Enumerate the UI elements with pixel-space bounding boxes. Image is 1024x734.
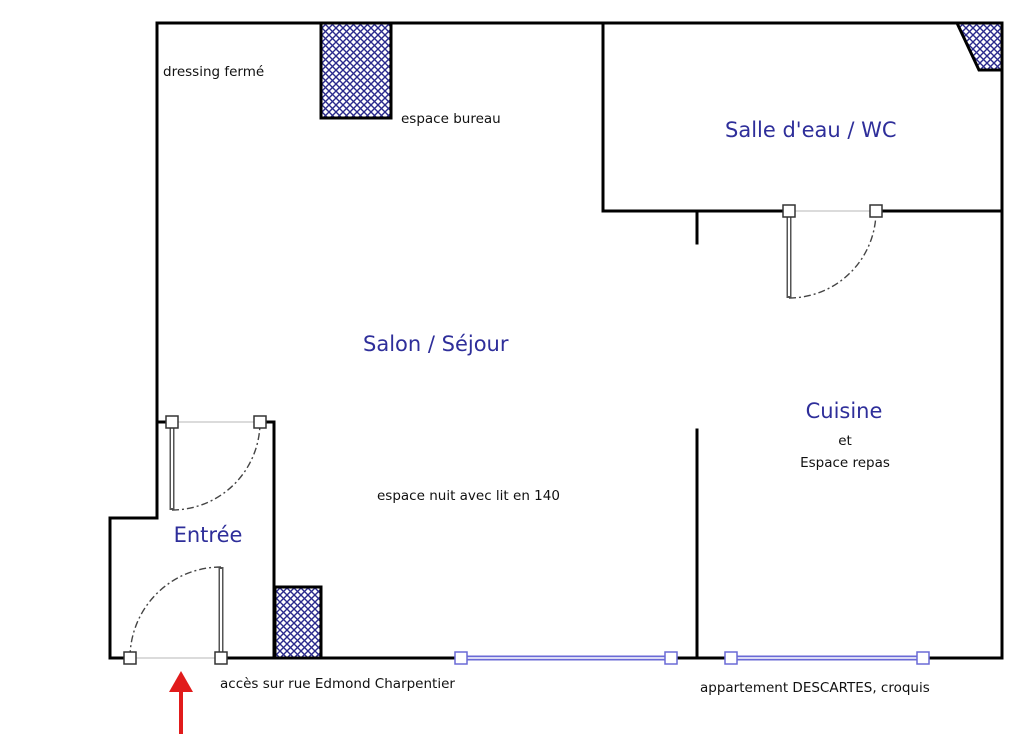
room-label-salle-eau: Salle d'eau / WC <box>725 118 897 142</box>
window-cuisine <box>724 651 930 665</box>
bath-corner-block <box>954 21 1004 72</box>
hatched-blocks <box>273 21 1004 660</box>
label-espace-nuit: espace nuit avec lit en 140 <box>377 488 560 504</box>
room-label-salon: Salon / Séjour <box>363 332 509 356</box>
door-hinge <box>123 651 137 665</box>
door-hinge <box>782 204 796 218</box>
walls <box>108 21 1004 660</box>
room-label-cuisine: Cuisine <box>806 399 883 423</box>
label-bureau: espace bureau <box>401 111 501 127</box>
label-acces: accès sur rue Edmond Charpentier <box>220 676 455 692</box>
bathroom-door[interactable] <box>782 204 883 299</box>
entrance-arrow <box>169 671 193 734</box>
entree-door[interactable] <box>165 415 267 511</box>
room-label-entree: Entrée <box>174 523 243 547</box>
window-frame <box>916 651 930 665</box>
label-cuisine-et: et <box>838 433 852 449</box>
window-salon <box>454 651 678 665</box>
door-hinge <box>869 204 883 218</box>
door-hinge <box>214 651 228 665</box>
window-frame <box>724 651 738 665</box>
label-espace-repas: Espace repas <box>800 455 890 471</box>
label-credit: appartement DESCARTES, croquis <box>700 680 930 696</box>
entree-cupboard-block <box>273 585 323 660</box>
door-hinge <box>165 415 179 429</box>
window-frame <box>664 651 678 665</box>
bureau-block <box>319 21 393 120</box>
window-frame <box>454 651 468 665</box>
front-door[interactable] <box>123 566 228 665</box>
door-hinge <box>253 415 267 429</box>
label-dressing: dressing fermé <box>163 64 264 80</box>
